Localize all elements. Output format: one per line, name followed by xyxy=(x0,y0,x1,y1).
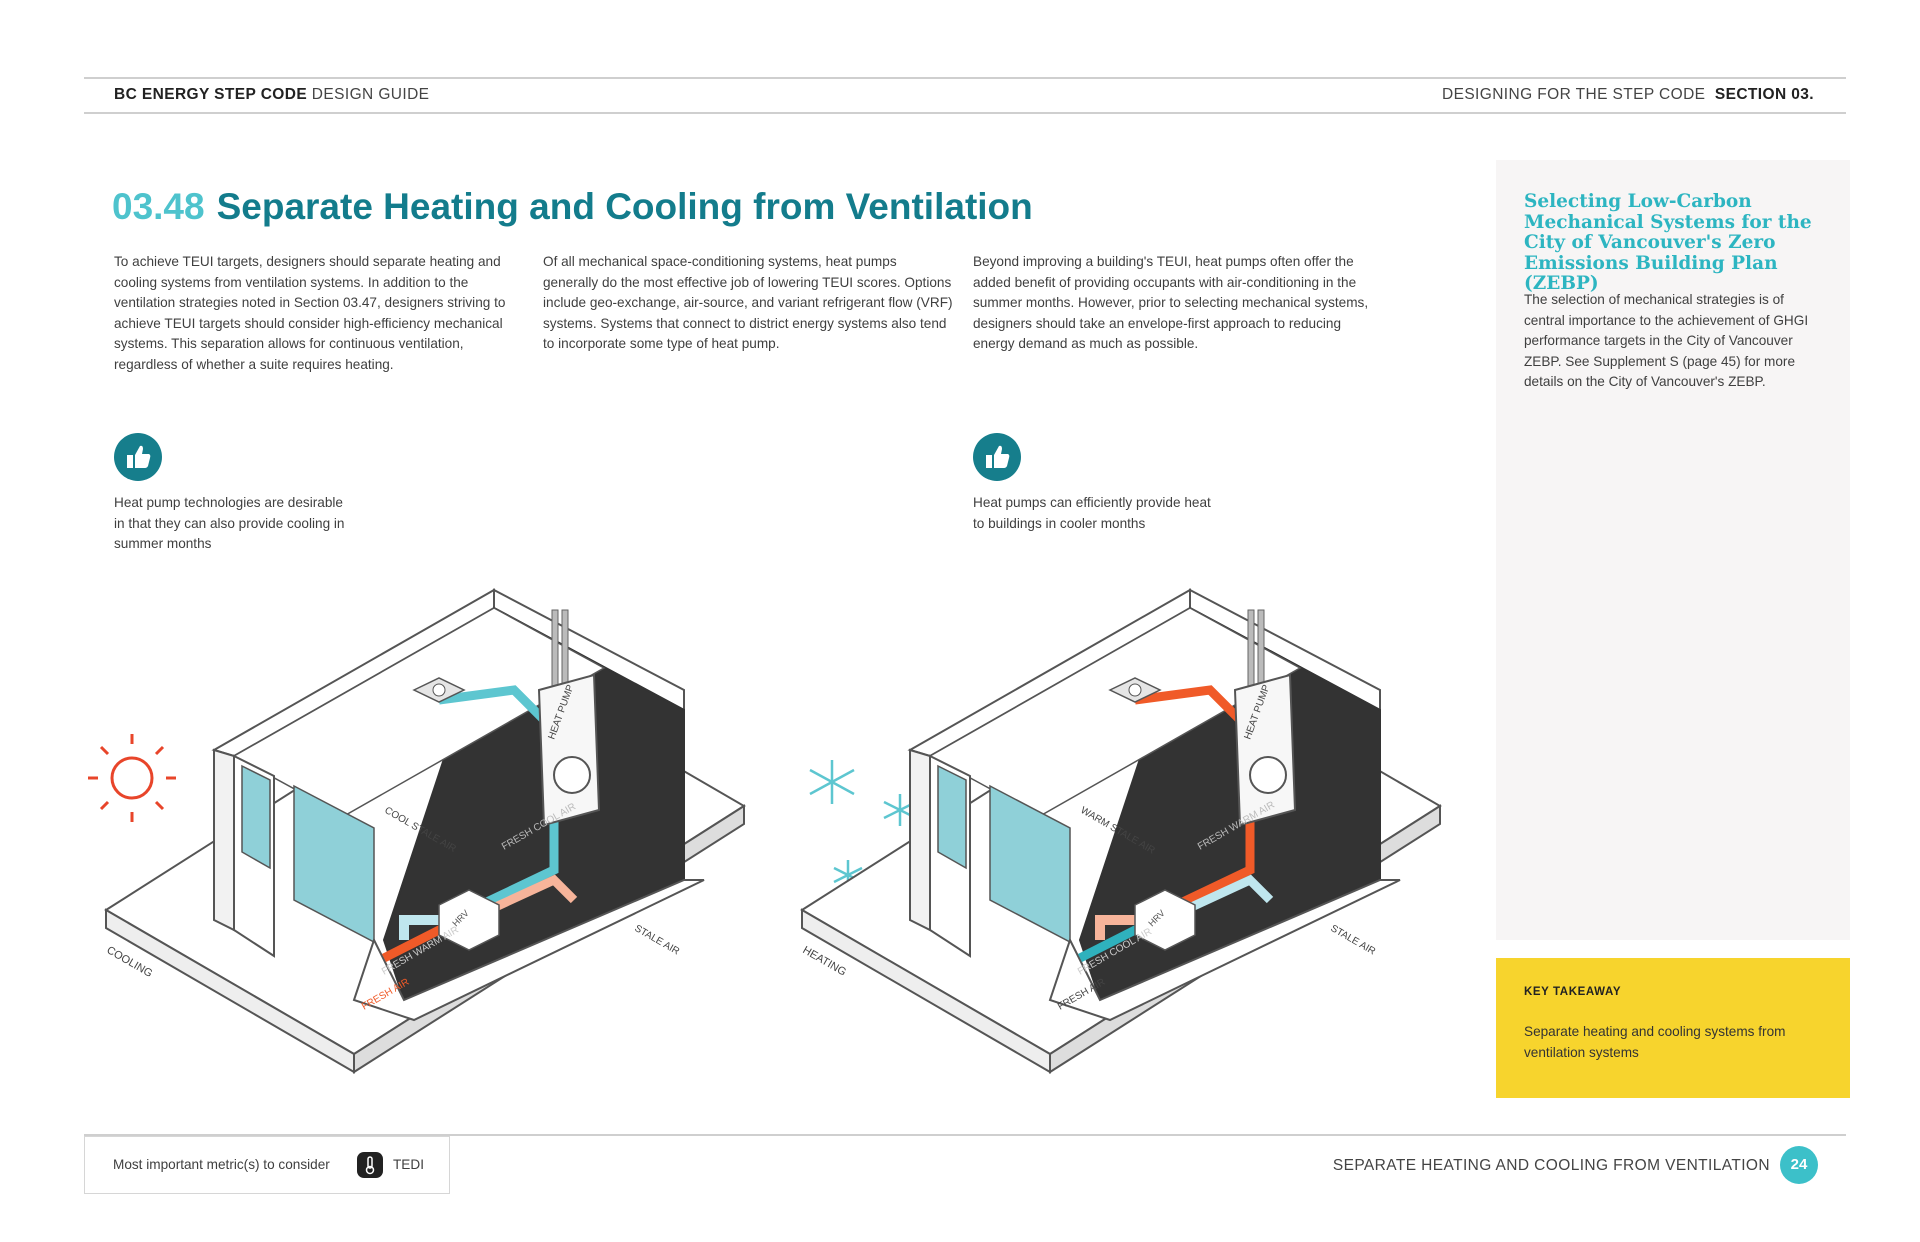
header-right: DESIGNING FOR THE STEP CODE SECTION 03. xyxy=(1442,86,1814,104)
guide-name: BC ENERGY STEP CODE xyxy=(114,86,308,103)
metric-box: Most important metric(s) to consider TED… xyxy=(84,1136,450,1194)
header-top-rule xyxy=(84,77,1846,79)
body-column-3: Beyond improving a building's TEUI, heat… xyxy=(973,254,1369,351)
caption-cooling: Heat pump technologies are desirable in … xyxy=(114,495,345,551)
cooling-diagram: HRV HEAT PUMP COOL STALE AIR FRESH COOL … xyxy=(88,588,746,1074)
key-takeaway-label: KEY TAKEAWAY xyxy=(1524,986,1622,998)
footer-title: SEPARATE HEATING AND COOLING FROM VENTIL… xyxy=(1332,1157,1770,1174)
sidebar-panel: Selecting Low-Carbon Mechanical Systems … xyxy=(1496,160,1850,940)
label-stale-air: STALE AIR xyxy=(633,923,682,957)
section-title: Separate Heating and Cooling from Ventil… xyxy=(216,186,1033,227)
section-label: SECTION 03. xyxy=(1714,86,1814,103)
section-number: 03.48 xyxy=(112,186,205,227)
thermometer-icon xyxy=(357,1152,383,1178)
body-column-2: Of all mechanical space-conditioning sys… xyxy=(543,254,953,351)
page-title: 03.48 Separate Heating and Cooling from V… xyxy=(112,186,1033,228)
page-number: 24 xyxy=(1780,1146,1818,1184)
body-column-1: To achieve TEUI targets, designers shoul… xyxy=(114,254,506,372)
footer-rule xyxy=(84,1134,1846,1136)
sidebar-title: Selecting Low-Carbon Mechanical Systems … xyxy=(1524,191,1812,294)
guide-subtitle: DESIGN GUIDE xyxy=(311,86,430,103)
metric-label: Most important metric(s) to consider xyxy=(113,1157,330,1172)
label-stale-air: STALE AIR xyxy=(1329,923,1378,957)
thumbs-up-icon xyxy=(973,433,1021,481)
metric-value: TEDI xyxy=(393,1157,424,1172)
header-bottom-rule xyxy=(84,112,1846,114)
chapter-name: DESIGNING FOR THE STEP CODE xyxy=(1441,86,1706,103)
key-takeaway-text: Separate heating and cooling systems fro… xyxy=(1524,1024,1786,1060)
key-takeaway-box: KEY TAKEAWAY Separate heating and coolin… xyxy=(1496,958,1850,1098)
header-left: BC ENERGY STEP CODE DESIGN GUIDE xyxy=(114,86,429,104)
sun-icon xyxy=(88,734,176,822)
thumbs-up-icon xyxy=(114,433,162,481)
sidebar-body: The selection of mechanical strategies i… xyxy=(1524,292,1809,389)
heating-diagram: HRV HEAT PUMP WARM STALE AIR FRESH WARM … xyxy=(800,588,1442,1074)
caption-heating: Heat pumps can efficiently provide heat … xyxy=(973,495,1211,531)
